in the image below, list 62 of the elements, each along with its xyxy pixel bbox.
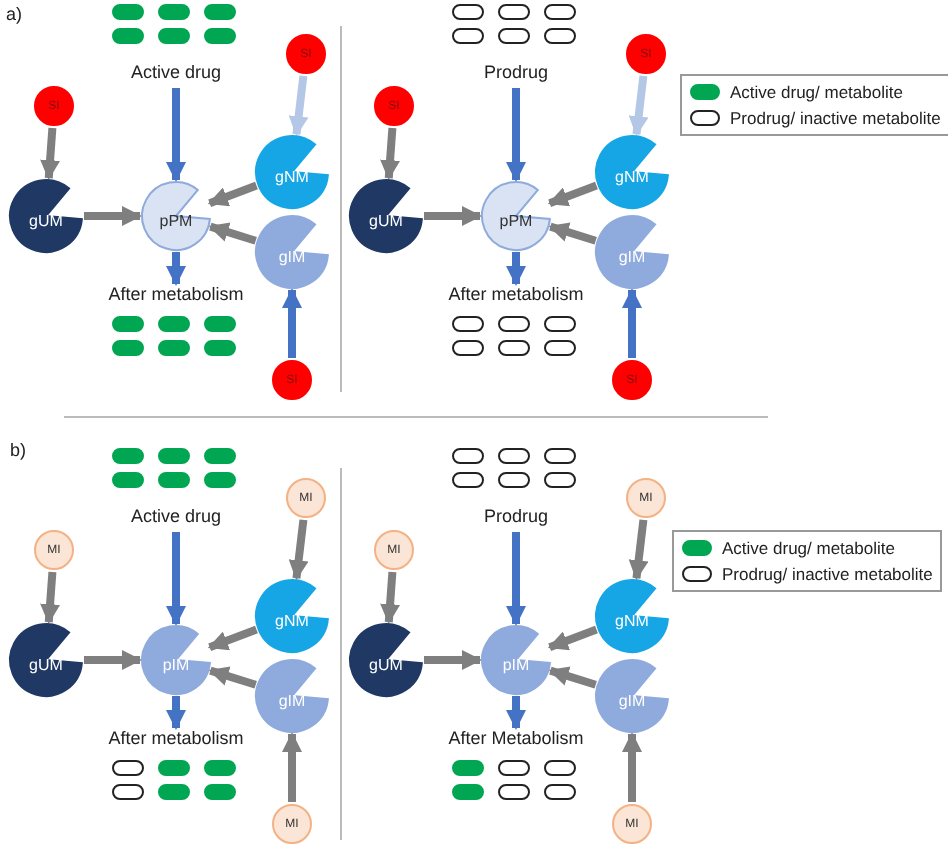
enzyme-label: pPM bbox=[159, 214, 193, 231]
arrow bbox=[208, 666, 257, 689]
enzyme-label: gIM bbox=[618, 694, 646, 711]
arrow bbox=[282, 732, 302, 802]
arrow bbox=[207, 181, 258, 207]
enzyme-label: gNM bbox=[275, 614, 309, 631]
arrow bbox=[166, 88, 186, 182]
arrow bbox=[84, 206, 142, 226]
arrow bbox=[208, 222, 257, 245]
arrow bbox=[506, 532, 526, 626]
arrow bbox=[288, 75, 309, 137]
arrow bbox=[40, 571, 61, 625]
caption-text: After metabolism bbox=[446, 284, 586, 306]
enzyme-label: gUM bbox=[29, 214, 63, 231]
arrow bbox=[424, 650, 482, 670]
arrow bbox=[506, 696, 526, 730]
caption-text: After Metabolism bbox=[446, 728, 586, 750]
caption-text: Prodrug bbox=[481, 506, 551, 528]
arrow bbox=[166, 532, 186, 626]
enzyme-label: pIM bbox=[502, 658, 530, 675]
enzyme-label: gNM bbox=[275, 170, 309, 187]
arrow bbox=[166, 252, 186, 286]
arrow bbox=[424, 206, 482, 226]
arrow bbox=[40, 127, 61, 181]
arrow bbox=[380, 571, 401, 625]
caption-text: After metabolism bbox=[106, 284, 246, 306]
legend-text: Prodrug/ inactive metabolite bbox=[722, 564, 933, 584]
caption-text: Active drug bbox=[128, 62, 224, 84]
enzyme-label: pIM bbox=[162, 658, 190, 675]
arrow bbox=[622, 288, 642, 358]
enzyme-label: gIM bbox=[278, 250, 306, 267]
arrow bbox=[628, 75, 649, 137]
enzyme-label: gIM bbox=[278, 694, 306, 711]
arrow bbox=[84, 650, 142, 670]
enzyme-label: pPM bbox=[499, 214, 533, 231]
legend-text: Prodrug/ inactive metabolite bbox=[730, 108, 941, 128]
arrow bbox=[548, 666, 597, 689]
arrow bbox=[282, 288, 302, 358]
enzyme-label: gUM bbox=[29, 658, 63, 675]
panel-label: b) bbox=[10, 440, 27, 460]
arrow bbox=[288, 519, 309, 581]
enzyme-label: gUM bbox=[369, 214, 403, 231]
arrow bbox=[380, 127, 401, 181]
caption-text: Prodrug bbox=[481, 62, 551, 84]
arrow bbox=[628, 519, 649, 581]
enzyme-label: gUM bbox=[369, 658, 403, 675]
panel-label: a) bbox=[6, 4, 23, 24]
legend-text: Active drug/ metabolite bbox=[722, 538, 895, 558]
arrow bbox=[547, 181, 598, 207]
arrow bbox=[506, 88, 526, 182]
arrow bbox=[547, 625, 598, 651]
legend-text: Active drug/ metabolite bbox=[730, 82, 903, 102]
caption-text: Active drug bbox=[128, 506, 224, 528]
enzyme-label: gNM bbox=[615, 170, 649, 187]
caption-text: After metabolism bbox=[106, 728, 246, 750]
arrow bbox=[166, 696, 186, 730]
arrow bbox=[622, 732, 642, 802]
arrow bbox=[506, 252, 526, 286]
arrow bbox=[207, 625, 258, 651]
arrow bbox=[548, 222, 597, 245]
enzyme-label: gNM bbox=[615, 614, 649, 631]
enzyme-label: gIM bbox=[618, 250, 646, 267]
